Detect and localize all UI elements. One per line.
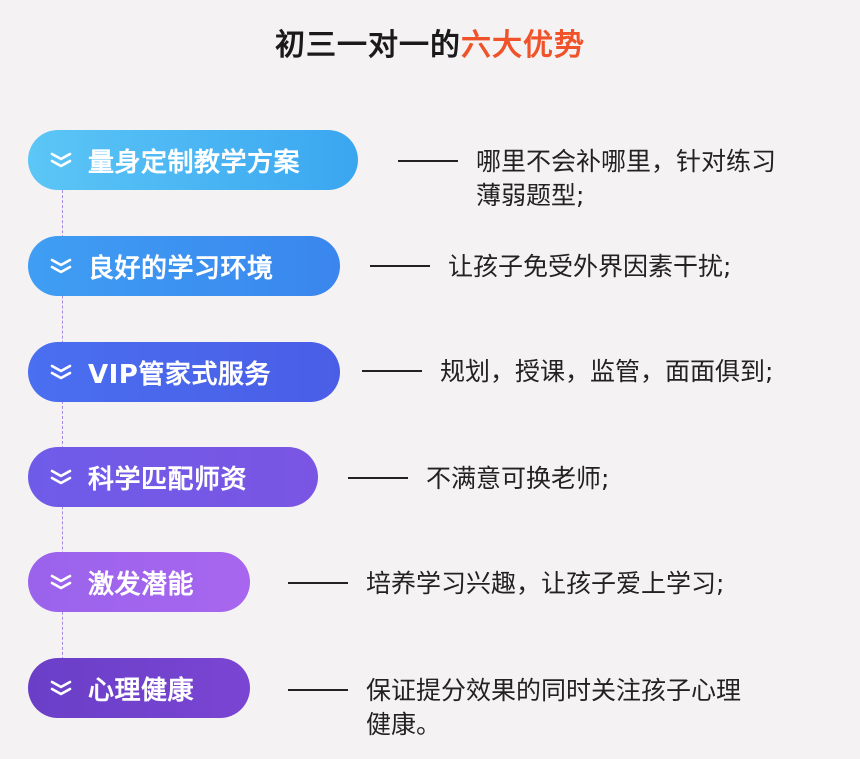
advantage-pill-1: 量身定制教学方案: [28, 130, 358, 190]
chevron-down-double-icon: [48, 256, 74, 276]
advantage-pill-3: VIP管家式服务: [28, 342, 340, 402]
dash-divider: [288, 689, 348, 691]
advantage-desc-3: 规划，授课，监管，面面俱到;: [362, 355, 773, 389]
chevron-down-double-icon: [48, 150, 74, 170]
chevron-down-double-icon: [48, 678, 74, 698]
advantage-label-3: VIP管家式服务: [88, 359, 271, 390]
advantage-desc-5: 培养学习兴趣，让孩子爱上学习;: [288, 567, 724, 601]
page-title: 初三一对一的六大优势: [0, 20, 860, 64]
dash-divider: [398, 160, 458, 162]
dash-divider: [348, 477, 408, 479]
chevron-down-double-icon: [48, 362, 74, 382]
advantage-pill-2: 良好的学习环境: [28, 236, 340, 296]
advantage-pill-5: 激发潜能: [28, 552, 250, 612]
advantage-label-4: 科学匹配师资: [88, 464, 248, 495]
dash-divider: [288, 582, 348, 584]
advantage-desc-3-line1: 规划，授课，监管，面面俱到;: [440, 357, 774, 386]
advantage-desc-1-line1: 哪里不会补哪里，针对练习: [476, 147, 777, 176]
advantage-label-5: 激发潜能: [88, 569, 195, 600]
advantage-desc-4-line1: 不满意可换老师;: [426, 464, 610, 493]
advantage-desc-1: 哪里不会补哪里，针对练习 薄弱题型;: [398, 145, 776, 213]
chevron-down-double-icon: [48, 572, 74, 592]
dashed-connector-line: [62, 170, 63, 690]
chevron-down-double-icon: [48, 467, 74, 487]
advantage-pill-6: 心理健康: [28, 658, 250, 718]
advantage-desc-1-line2: 薄弱题型;: [476, 181, 585, 210]
advantage-desc-6-line1: 保证提分效果的同时关注孩子心理: [366, 676, 742, 705]
advantage-pill-4: 科学匹配师资: [28, 447, 318, 507]
advantage-desc-6-line2: 健康。: [366, 710, 442, 739]
dash-divider: [370, 265, 430, 267]
advantage-desc-5-line1: 培养学习兴趣，让孩子爱上学习;: [366, 569, 725, 598]
advantage-desc-2: 让孩子免受外界因素干扰;: [370, 250, 731, 284]
advantage-desc-2-line1: 让孩子免受外界因素干扰;: [448, 252, 732, 281]
advantage-label-1: 量身定制教学方案: [88, 147, 301, 178]
title-highlight: 六大优势: [461, 28, 585, 63]
advantage-label-6: 心理健康: [88, 675, 195, 706]
title-prefix: 初三一对一的: [275, 28, 461, 63]
advantage-desc-4: 不满意可换老师;: [348, 462, 609, 496]
advantage-label-2: 良好的学习环境: [88, 253, 274, 284]
dash-divider: [362, 370, 422, 372]
advantage-desc-6: 保证提分效果的同时关注孩子心理 健康。: [288, 674, 741, 742]
